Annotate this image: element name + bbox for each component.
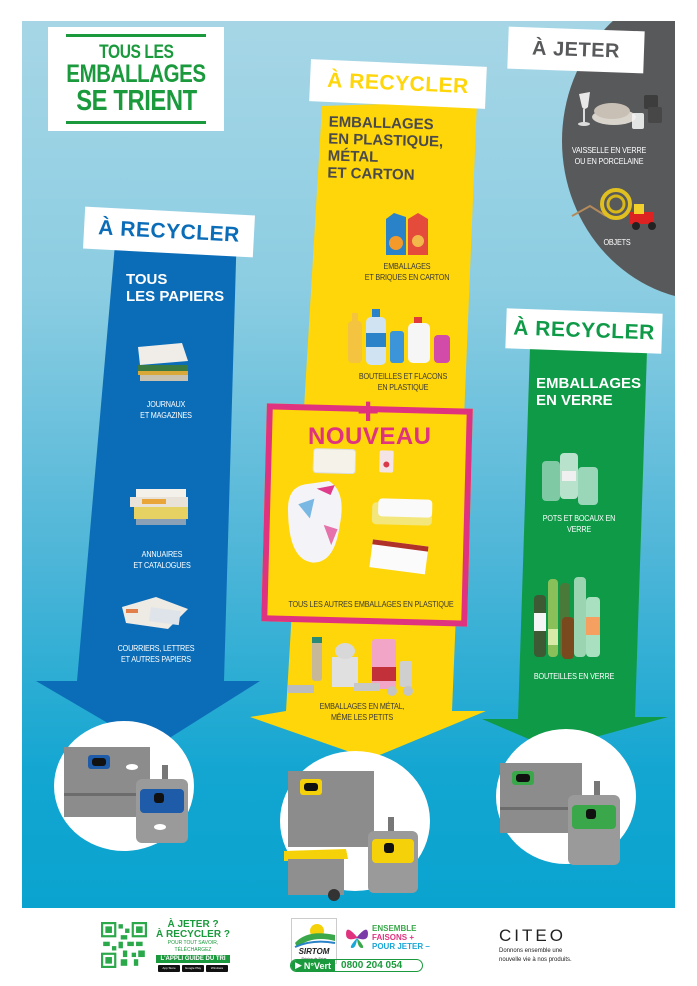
heading-line: EN VERRE (536, 392, 613, 409)
caption-line: JOURNAUX (146, 399, 186, 409)
app-name-banner[interactable]: L'APPLI GUIDE DU TRI (156, 955, 230, 963)
caption-line: ET MAGAZINES (140, 410, 192, 420)
citeo-wordmark: CITEO (499, 926, 566, 945)
title-box: TOUS LES EMBALLAGES SE TRIENT (48, 27, 224, 131)
caption-line: ANNUAIRES (141, 549, 183, 559)
objects-icon (571, 188, 656, 230)
title-rule-bottom (66, 121, 206, 124)
heading-line: LES PAPIERS (126, 288, 225, 305)
papers-caption-1: JOURNAUX ET MAGAZINES (132, 399, 200, 421)
caption-line: ET BRIQUES EN CARTON (364, 272, 450, 282)
sirtom-name: SIRTOM (298, 947, 330, 956)
caption-line: MÊME LES PETITS (330, 712, 394, 722)
newspapers-icon (138, 343, 188, 381)
glass-label-text: À RECYCLER (512, 316, 656, 345)
nouveau-caption: TOUS LES AUTRES EMBALLAGES EN PLASTIQUE (288, 599, 454, 609)
packaging-caption-metal: EMBALLAGES EN MÉTAL, MÊME LES PETITS (311, 701, 413, 723)
poster: TOUS LES EMBALLAGES SE TRIENT À JETER VA… (22, 21, 675, 908)
slogan-line-1: ENSEMBLE (372, 924, 417, 933)
jeter-caption-tableware: VAISSELLE EN VERRE OU EN PORCELAINE (562, 145, 656, 167)
sirtom-logo: SIRTOM Région de Brive (291, 918, 337, 964)
sirtom-hills-icon (294, 924, 336, 948)
packaging-bins-icon (284, 771, 418, 901)
papers-heading: TOUS LES PAPIERS (126, 271, 224, 305)
butterfly-icon (346, 929, 368, 948)
glass-caption-jars: POTS ET BOCAUX EN VERRE (542, 513, 616, 534)
caption-line: VAISSELLE EN VERRE (571, 145, 647, 155)
caption-line: ET AUTRES PAPIERS (121, 654, 191, 664)
catalogues-icon (130, 489, 188, 525)
slogan-line-3: POUR JETER – (372, 942, 430, 951)
paper-bins-icon (64, 747, 188, 843)
app-line-3: POUR TOUT SAVOIR, TÉLÉCHARGEZ (167, 940, 219, 953)
packaging-caption-cartons: EMBALLAGES ET BRIQUES EN CARTON (360, 261, 454, 283)
jars-icon (542, 453, 598, 505)
nouveau-plus-icon: + (357, 391, 380, 433)
citeo-tagline-1: Donnons ensemble une (499, 948, 563, 954)
letters-icon (122, 597, 188, 629)
papers-caption-2: ANNUAIRES ET CATALOGUES (128, 549, 196, 571)
title-line-1: TOUS LES (98, 42, 174, 63)
caption-line: EMBALLAGES (383, 261, 431, 271)
caption-line: EMBALLAGES EN MÉTAL, (319, 701, 405, 711)
glass-caption-bottles: BOUTEILLES EN VERRE (533, 671, 615, 681)
citeo-logo: CITEO Donnons ensemble une nouvelle vie … (499, 926, 572, 964)
papers-caption-3: COURRIERS, LETTRES ET AUTRES PAPIERS (114, 643, 199, 665)
title-line-2: EMBALLAGES (66, 60, 206, 88)
title-line-3: SE TRIENT (75, 85, 197, 117)
packaging-caption-bottles: BOUTEILLES ET FLACONS EN PLASTIQUE (356, 371, 450, 393)
numero-vert-number[interactable]: 0800 204 054 (341, 960, 403, 971)
cartons-icon (386, 213, 428, 255)
app-promo: À JETER ? À RECYCLER ? POUR TOUT SAVOIR,… (156, 920, 230, 972)
app-line-2: À RECYCLER ? (156, 929, 230, 940)
caption-line: EN PLASTIQUE (377, 382, 429, 392)
glass-label: À RECYCLER (505, 308, 663, 354)
heading-line: TOUS (126, 271, 168, 288)
metal-packaging-icon (288, 637, 413, 696)
papers-arrow (36, 221, 260, 749)
plastic-bottles-icon (348, 309, 450, 365)
footer: À JETER ? À RECYCLER ? POUR TOUT SAVOIR,… (0, 908, 697, 986)
phone-play-icon: ▶ (295, 960, 302, 970)
nouveau-title: NOUVEAU (308, 423, 432, 450)
numero-vert-badge: ▶ N°Vert (291, 960, 336, 971)
glass-arrow (482, 347, 668, 749)
slogan-line-2: FAISONS + (372, 933, 415, 942)
caption-line: BOUTEILLES ET FLACONS (358, 371, 448, 381)
numero-vert[interactable]: ▶ N°Vert 0800 204 054 (290, 959, 423, 972)
heading-line: EMBALLAGES (536, 375, 641, 392)
windows-store-badge[interactable]: Windows (206, 965, 228, 972)
other-plastics-icon (288, 448, 433, 575)
store-badges: App Store Google Play Windows (156, 965, 230, 972)
caption-line: OU EN PORCELAINE (574, 156, 644, 166)
google-play-badge[interactable]: Google Play (182, 965, 204, 972)
title-rule-top (66, 34, 206, 37)
glass-heading: EMBALLAGES EN VERRE (536, 375, 641, 409)
nouveau-box (261, 403, 473, 627)
ensemble-slogan: ENSEMBLE FAISONS + POUR JETER – (372, 924, 430, 951)
qr-code-icon[interactable] (101, 922, 147, 968)
citeo-tagline-2: nouvelle vie à nos produits. (499, 957, 572, 963)
caption-line: COURRIERS, LETTRES (117, 643, 195, 653)
numero-vert-label: N°Vert (303, 960, 332, 971)
caption-line: ET CATALOGUES (133, 560, 191, 570)
jeter-caption-objects: OBJETS (603, 237, 631, 247)
app-store-badge[interactable]: App Store (158, 965, 180, 972)
glass-bins-icon (500, 763, 620, 865)
glass-bottles-icon (534, 577, 600, 659)
app-line-1: À JETER ? (167, 919, 219, 930)
tableware-icon (578, 92, 662, 129)
